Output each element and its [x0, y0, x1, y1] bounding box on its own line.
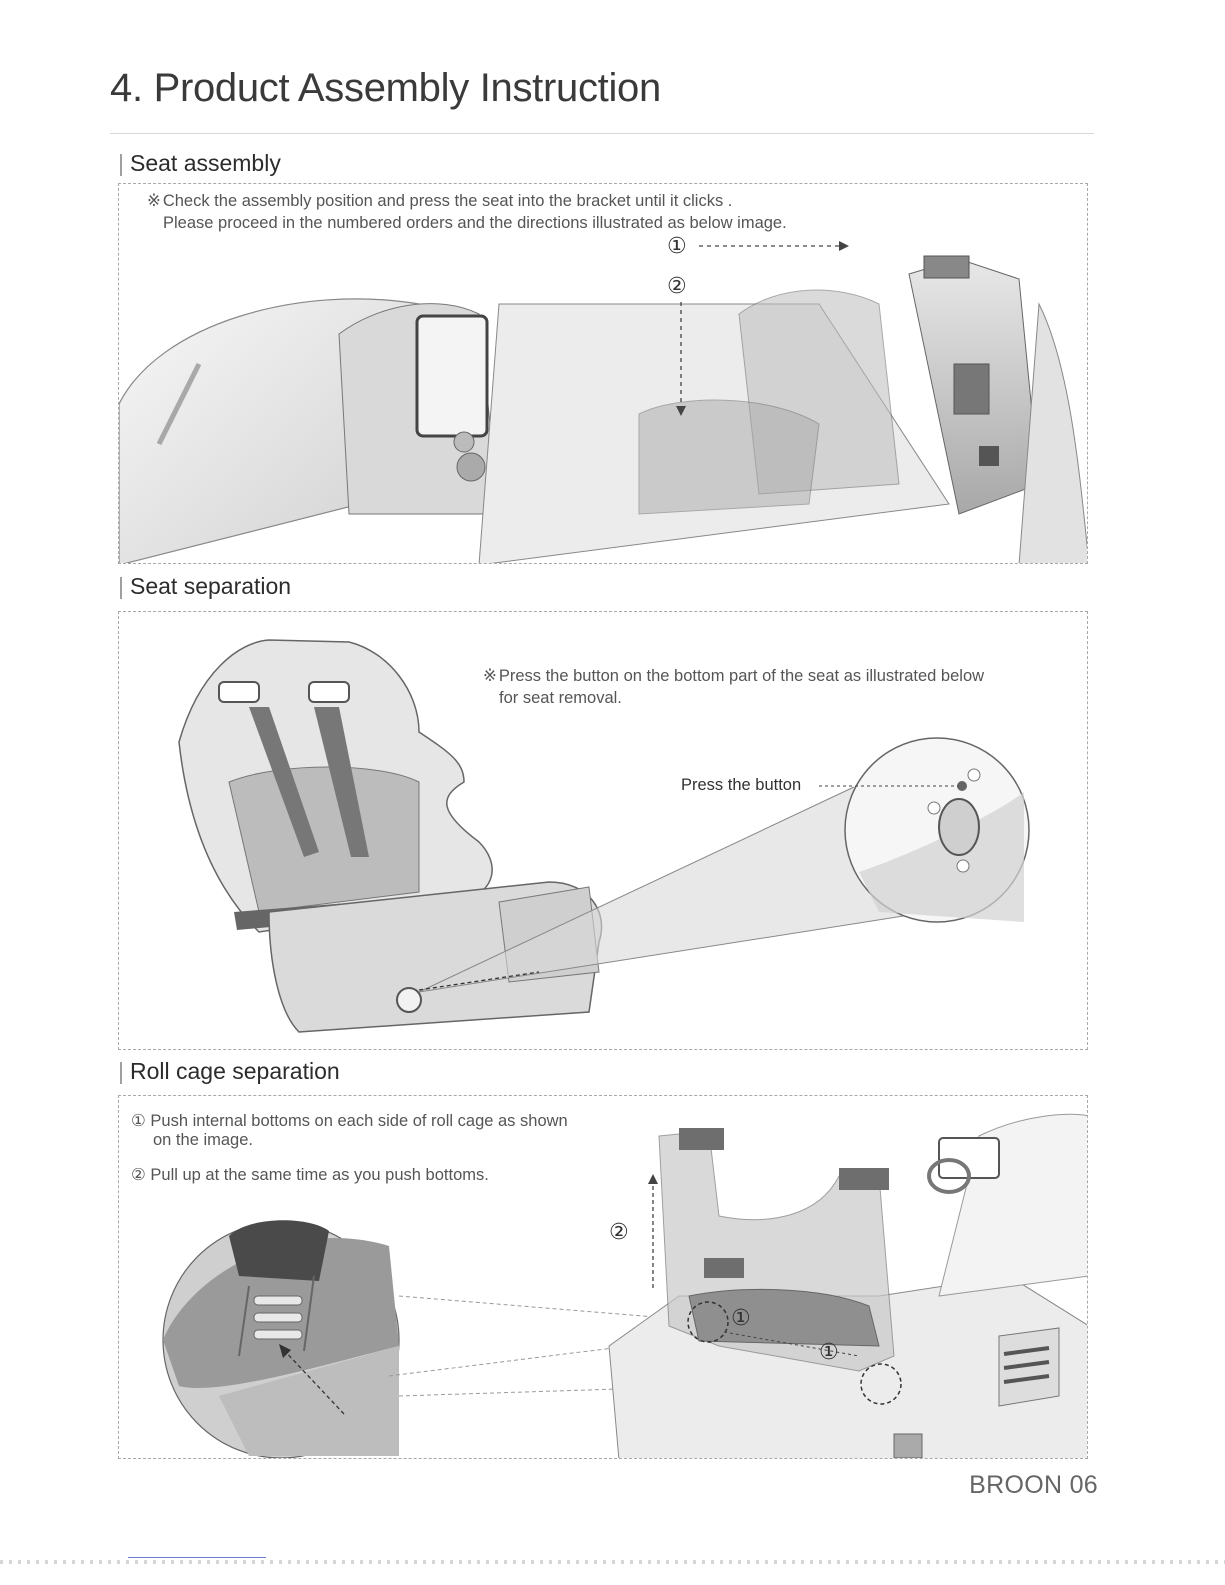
bottom-dotted-rule	[0, 1560, 1225, 1564]
roll-cage-step-2-text: ② Pull up at the same time as you push b…	[131, 1166, 489, 1185]
seat-separation-heading-text: Seat separation	[129, 573, 292, 599]
press-button-callout: Press the button	[681, 776, 802, 794]
note-mark: ※	[483, 667, 497, 685]
section-heading-roll-cage-separation: |Roll cage separation	[118, 1058, 340, 1085]
seat-assembly-note: ※Check the assembly position and press t…	[147, 190, 787, 234]
seat-button-illustration	[178, 639, 1030, 1033]
heading-bar: |	[118, 150, 124, 176]
roll-cage-illustration	[162, 1113, 1087, 1458]
roll-cage-separation-panel: ① Push internal bottoms on each side of …	[118, 1095, 1088, 1459]
step-1-label: ①	[667, 234, 687, 259]
step-1-line1: Push internal bottoms on each side of ro…	[150, 1112, 568, 1130]
bottom-link-underline	[128, 1557, 266, 1558]
step-2-mark: ②	[131, 1166, 146, 1184]
seat-separation-note-line2: for seat removal.	[499, 689, 622, 707]
section-heading-seat-assembly: |Seat assembly	[118, 150, 281, 177]
seat-separation-panel: ※Press the button on the bottom part of …	[118, 611, 1088, 1050]
page-title: 4. Product Assembly Instruction	[110, 66, 661, 110]
seat-assembly-note-line2: Please proceed in the numbered orders an…	[163, 214, 787, 232]
push-step-label-right: ①	[819, 1340, 839, 1365]
title-divider	[110, 133, 1094, 134]
heading-bar: |	[118, 573, 124, 599]
push-step-label-left: ①	[731, 1306, 751, 1331]
seat-assembly-panel: ※Check the assembly position and press t…	[118, 183, 1088, 564]
seat-assembly-heading-text: Seat assembly	[129, 150, 281, 176]
roll-cage-step-1-text: ① Push internal bottoms on each side of …	[131, 1112, 568, 1150]
footer-page-label: BROON 06	[969, 1471, 1098, 1499]
pull-up-step-label: ②	[609, 1220, 629, 1245]
note-mark: ※	[147, 192, 161, 210]
car-seat-assembly-illustration	[119, 241, 1087, 563]
seat-assembly-note-line1: Check the assembly position and press th…	[162, 192, 733, 210]
step-2-line1: Pull up at the same time as you push bot…	[150, 1166, 489, 1184]
section-heading-seat-separation: |Seat separation	[118, 573, 291, 600]
heading-bar: |	[118, 1058, 124, 1084]
step-1-mark: ①	[131, 1112, 146, 1130]
roll-cage-heading-text: Roll cage separation	[129, 1058, 340, 1084]
seat-separation-note-line1: Press the button on the bottom part of t…	[498, 667, 985, 685]
seat-separation-note: ※Press the button on the bottom part of …	[483, 665, 984, 709]
step-1-line2: on the image.	[153, 1131, 253, 1149]
step-2-label: ②	[667, 274, 687, 299]
